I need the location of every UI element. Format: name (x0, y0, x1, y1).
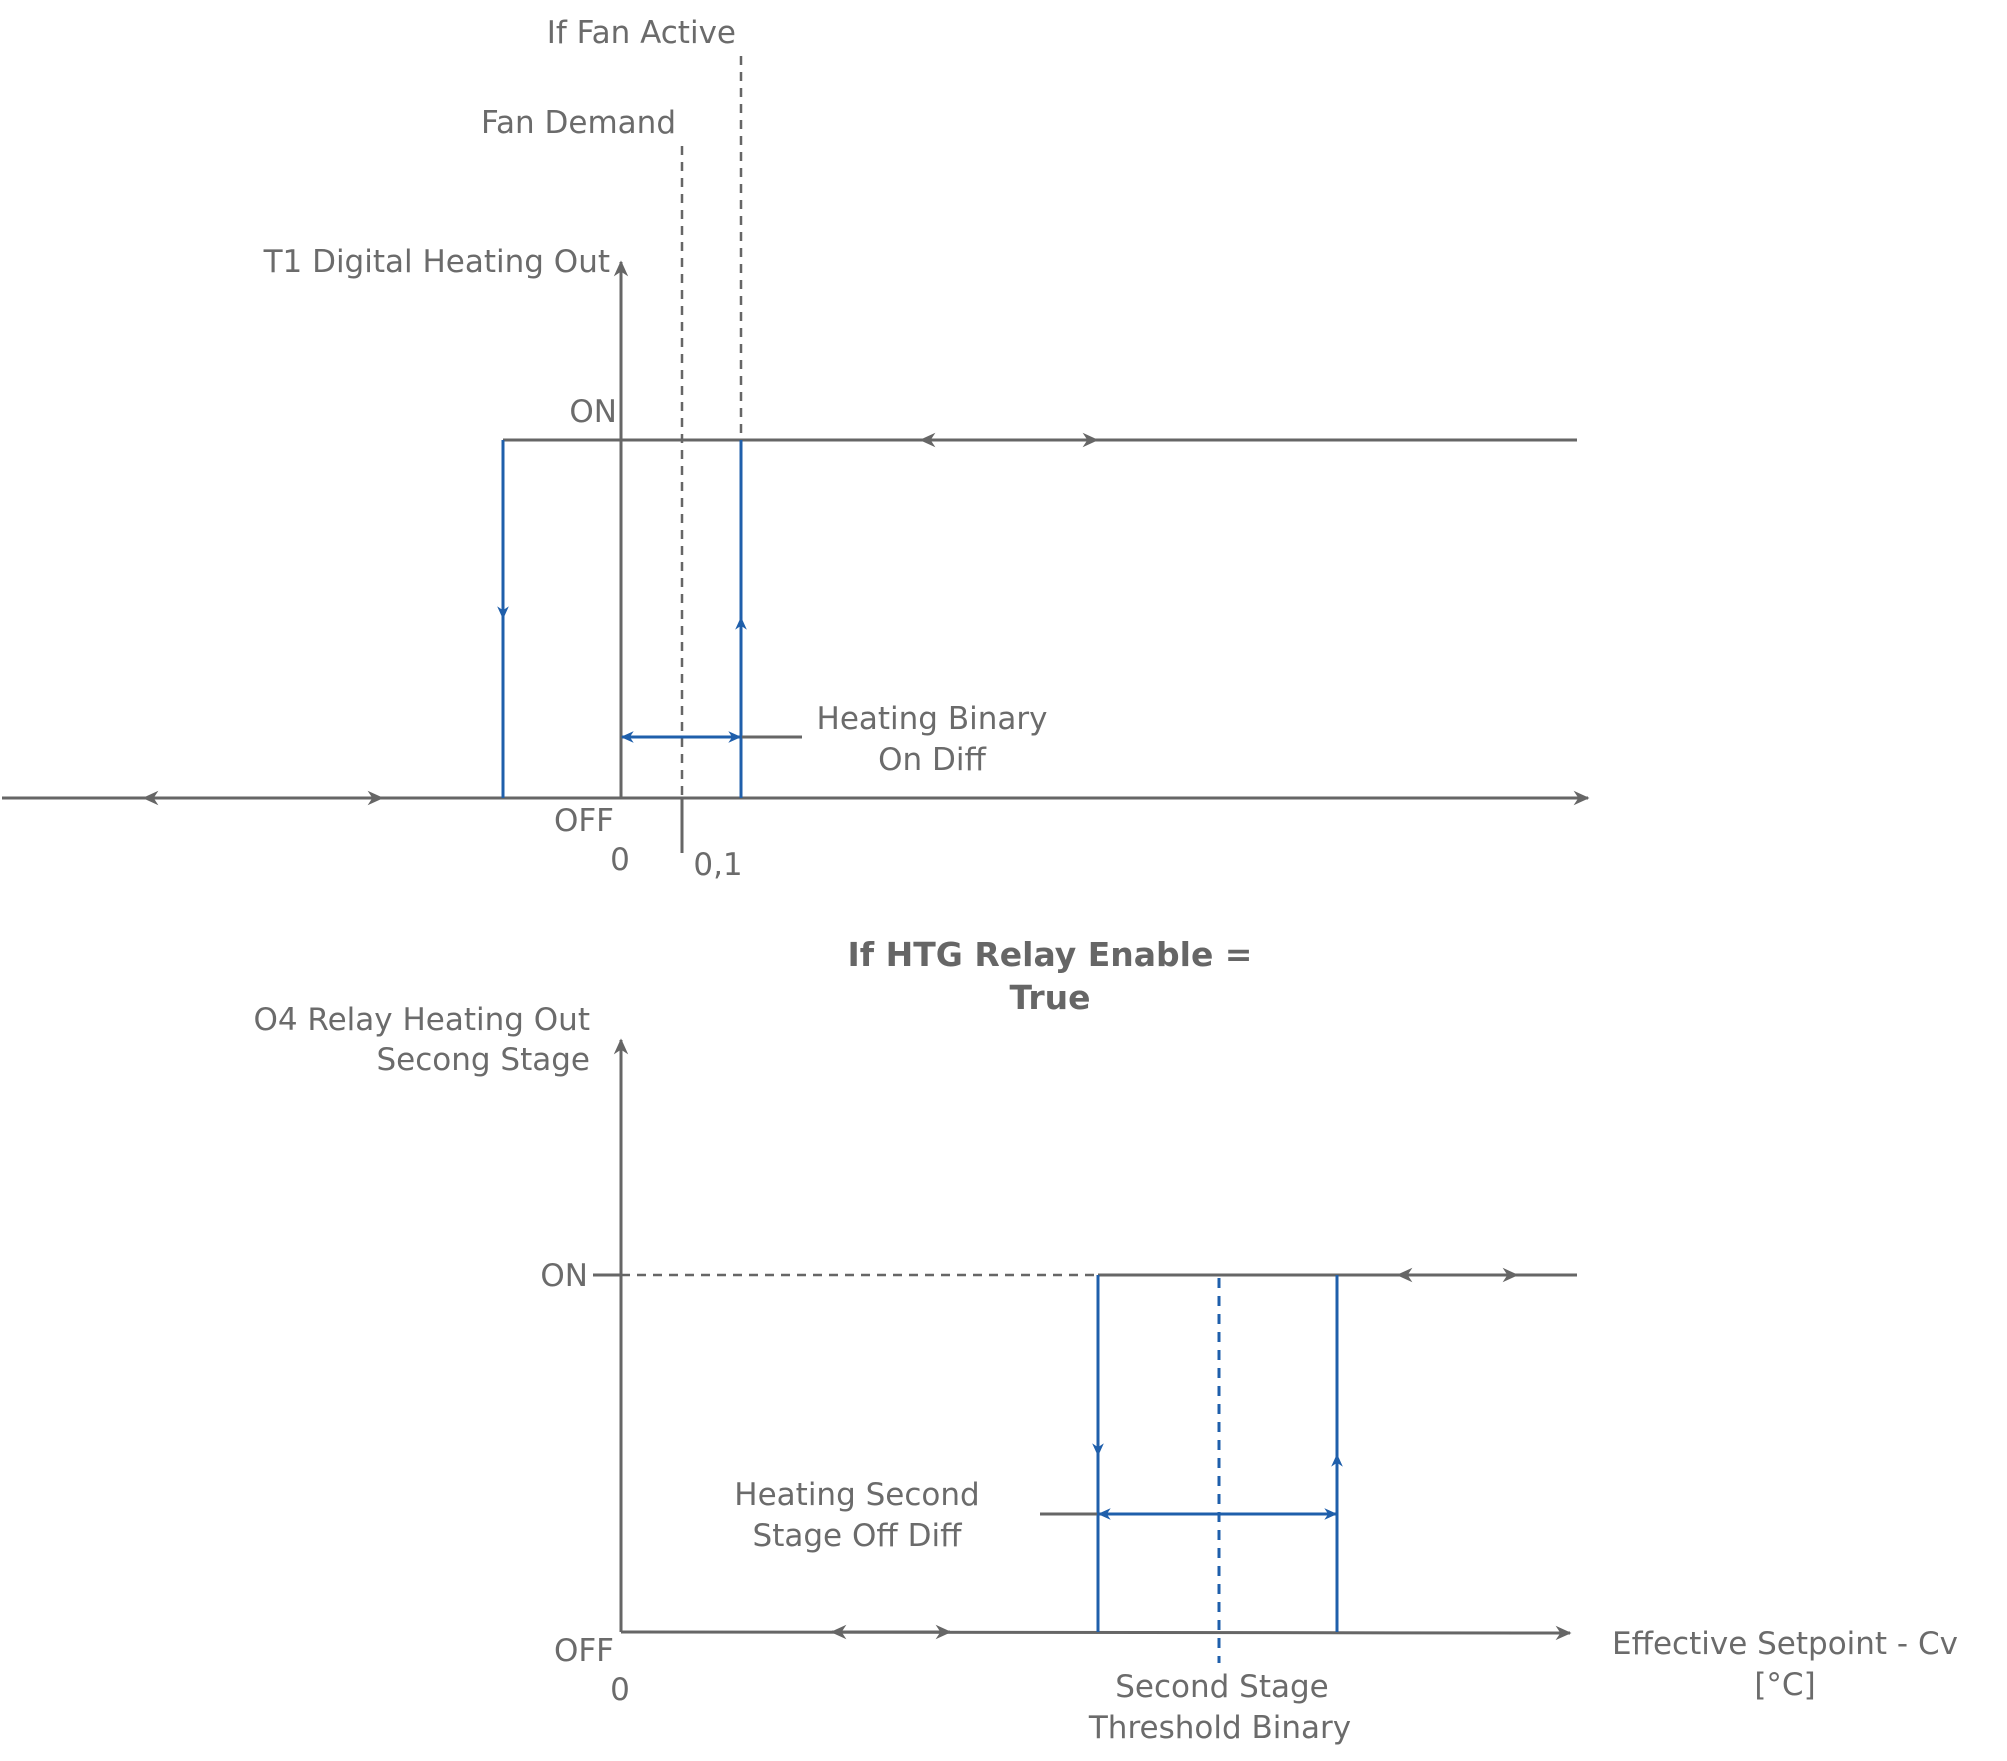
off-diff-label-line1: Heating Second (734, 1477, 979, 1513)
threshold-label-line1: Second Stage (1115, 1669, 1329, 1705)
top-y-axis-label: T1 Digital Heating Out (263, 244, 610, 280)
condition-title-line1: If HTG Relay Enable = (848, 935, 1253, 974)
off-diff-label-line2: Stage Off Diff (753, 1518, 963, 1554)
top-tick-label: 0,1 (693, 847, 742, 883)
bottom-x-axis (620, 1625, 1572, 1641)
on-diff-label-line2: On Diff (878, 742, 986, 778)
bottom-graph: O4 Relay Heating Out Secong Stage ON OFF… (253, 1002, 1958, 1746)
x-axis-label-line1: Effective Setpoint - Cv (1612, 1626, 1958, 1662)
top-off-label: OFF (554, 803, 614, 839)
bottom-off-label: OFF (554, 1633, 614, 1669)
x-axis-label-line2: [°C] (1754, 1667, 1815, 1703)
condition-title-line2: True (1009, 978, 1090, 1017)
bottom-y-axis-label-line2: Secong Stage (376, 1042, 590, 1078)
top-on-label: ON (569, 394, 617, 430)
bottom-y-axis-label-line1: O4 Relay Heating Out (253, 1002, 590, 1038)
fan-demand-label: Fan Demand (481, 105, 676, 141)
threshold-label-line2: Threshold Binary (1088, 1710, 1351, 1746)
top-graph: T1 Digital Heating Out ON OFF 0 0,1 Fan … (2, 15, 1590, 883)
fan-active-label: If Fan Active (547, 15, 736, 51)
bottom-zero-label: 0 (610, 1672, 630, 1708)
on-diff-label-line1: Heating Binary (817, 701, 1048, 737)
bottom-on-label: ON (540, 1258, 588, 1294)
top-zero-label: 0 (610, 842, 630, 878)
